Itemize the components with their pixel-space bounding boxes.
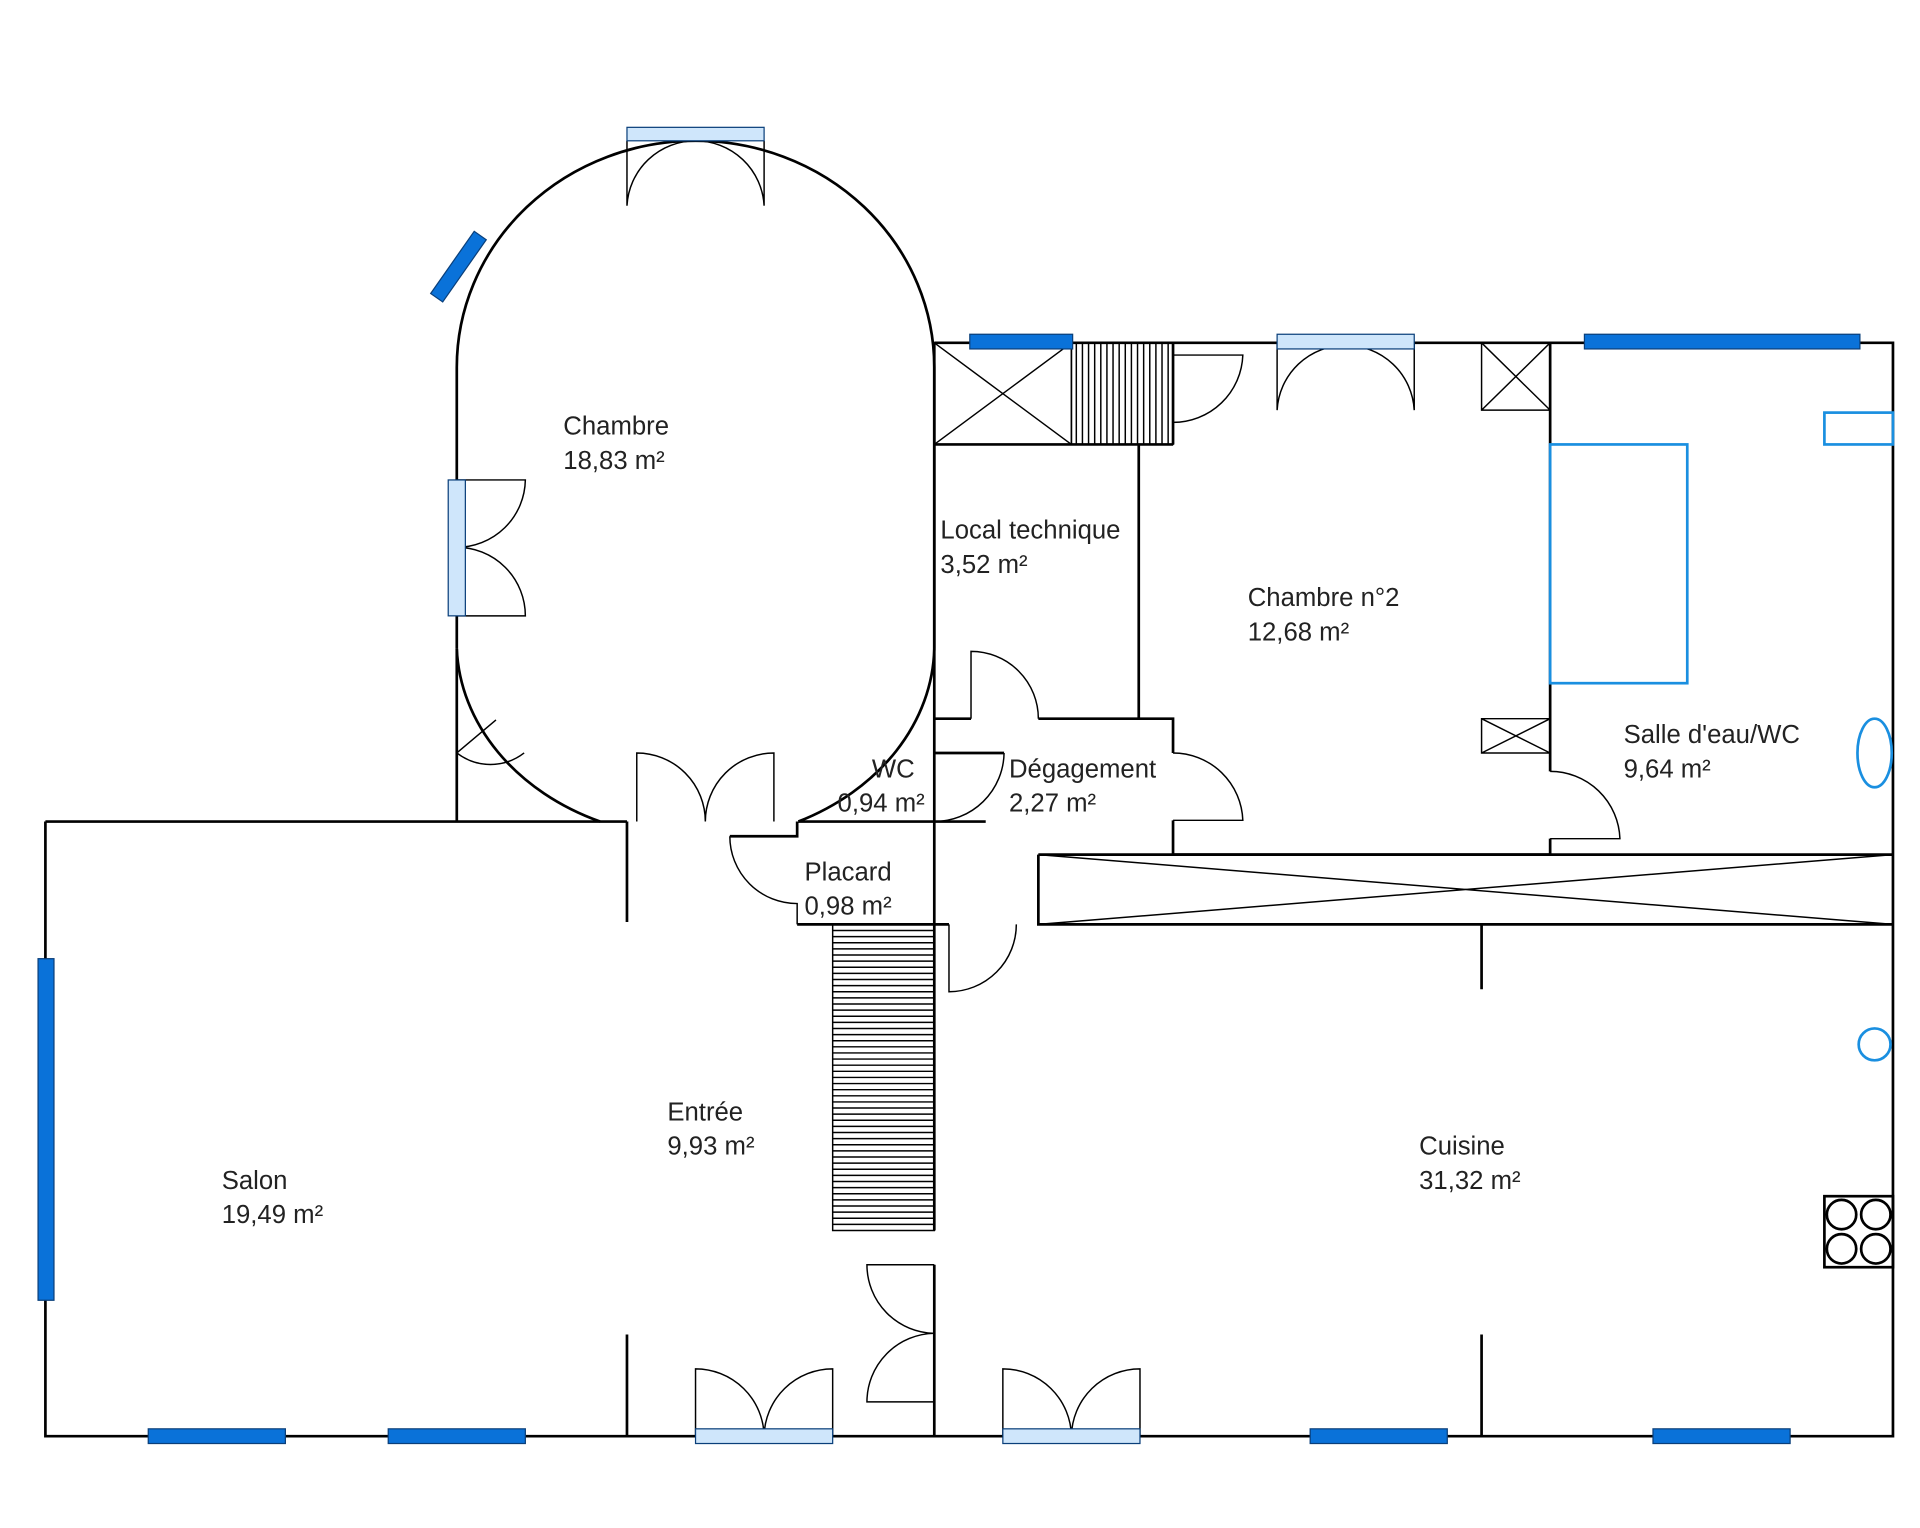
room-name: Chambre — [563, 413, 669, 441]
room-area: 2,27 m² — [1009, 790, 1097, 818]
room-name: Salle d'eau/WC — [1624, 721, 1800, 749]
room-area: 9,93 m² — [667, 1133, 755, 1161]
ducts — [933, 342, 1551, 754]
stairs — [831, 342, 1174, 1232]
room-area: 18,83 m² — [563, 447, 665, 475]
room-area: 9,64 m² — [1624, 755, 1712, 783]
room-area: 0,98 m² — [805, 893, 893, 921]
room-name: Placard — [805, 858, 892, 886]
room-area: 19,49 m² — [222, 1201, 324, 1229]
room-area: 3,52 m² — [940, 551, 1028, 579]
windows — [37, 126, 1861, 1445]
toilet — [1856, 717, 1894, 789]
room-name: Salon — [222, 1167, 288, 1195]
room-name: Dégagement — [1009, 755, 1156, 783]
room-area: 0,94 m² — [838, 790, 926, 818]
bathtub — [1548, 443, 1689, 685]
room-name: Cuisine — [1419, 1133, 1505, 1161]
room-name: Entrée — [667, 1098, 743, 1126]
room-name: WC — [872, 755, 915, 783]
room-area: 31,32 m² — [1419, 1167, 1521, 1195]
room-name: Local technique — [940, 517, 1120, 545]
cooktop — [1823, 1194, 1895, 1269]
doors — [456, 140, 1621, 1437]
room-labels: Chambre 18,83 m² Local technique 3,52 m²… — [222, 413, 1800, 1229]
kitchen-sink — [1857, 1027, 1892, 1062]
room-area: 12,68 m² — [1248, 618, 1350, 646]
room-name: Chambre n°2 — [1248, 584, 1400, 612]
sink — [1823, 411, 1895, 446]
fixtures — [1548, 411, 1895, 1269]
stair-treads — [831, 342, 1174, 1232]
